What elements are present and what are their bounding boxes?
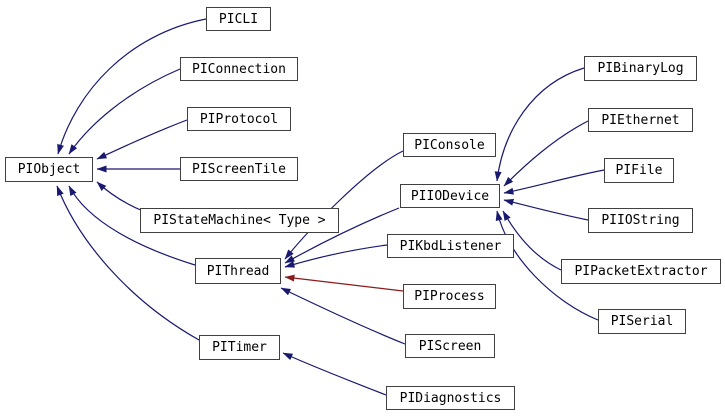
node-piobject[interactable]: PIObject bbox=[5, 157, 93, 182]
edge-pibinarylog-to-piiodevice bbox=[494, 67, 585, 182]
edge-piprotocol-to-piobject bbox=[96, 119, 188, 160]
edge-piconnection-to-piobject bbox=[68, 68, 181, 155]
node-pitimer[interactable]: PITimer bbox=[199, 335, 280, 360]
edge-piethernet-to-piiodevice bbox=[503, 120, 589, 187]
node-pikbdlistener[interactable]: PIKbdListener bbox=[387, 234, 514, 258]
node-pistatemachine[interactable]: PIStateMachine< Type > bbox=[140, 208, 339, 233]
node-piiodevice[interactable]: PIIODevice bbox=[400, 184, 500, 208]
edge-piiodevice-to-pithread bbox=[284, 207, 400, 264]
edge-piiostring-to-piiodevice bbox=[503, 198, 589, 221]
node-piconsole[interactable]: PIConsole bbox=[403, 133, 496, 157]
edge-pidiagnostics-to-pitimer bbox=[282, 352, 387, 396]
node-piprotocol[interactable]: PIProtocol bbox=[187, 107, 291, 131]
node-piscreentile[interactable]: PIScreenTile bbox=[180, 157, 298, 181]
node-piserial[interactable]: PISerial bbox=[598, 309, 686, 334]
edge-piconsole-to-pithread bbox=[284, 150, 404, 260]
node-picli[interactable]: PICLI bbox=[206, 7, 271, 31]
node-piscreen[interactable]: PIScreen bbox=[405, 334, 495, 358]
edge-pitimer-to-piobject bbox=[56, 185, 200, 341]
node-pibinarylog[interactable]: PIBinaryLog bbox=[584, 56, 697, 81]
node-pidiagnostics[interactable]: PIDiagnostics bbox=[386, 386, 515, 410]
edge-piserial-to-piiodevice bbox=[495, 210, 599, 321]
edge-piscreen-to-pithread bbox=[280, 287, 406, 345]
node-pifile[interactable]: PIFile bbox=[604, 158, 674, 183]
node-piethernet[interactable]: PIEthernet bbox=[588, 108, 693, 132]
edge-piprocess-to-pithread-private bbox=[284, 274, 404, 292]
edge-pistatemachine-to-piobject bbox=[96, 181, 144, 212]
edge-pipacketextractor-to-piiodevice bbox=[502, 210, 562, 271]
node-piconnection[interactable]: PIConnection bbox=[180, 57, 298, 81]
edge-picli-to-piobject bbox=[57, 18, 207, 155]
edge-pikbdlistener-to-pithread bbox=[284, 244, 388, 268]
node-piiostring[interactable]: PIIOString bbox=[588, 208, 693, 233]
edge-pithread-to-piobject bbox=[68, 185, 196, 266]
node-piprocess[interactable]: PIProcess bbox=[403, 284, 496, 309]
node-pithread[interactable]: PIThread bbox=[195, 258, 281, 284]
node-pipacketextractor[interactable]: PIPacketExtractor bbox=[561, 259, 721, 284]
edge-pifile-to-piiodevice bbox=[503, 169, 605, 195]
